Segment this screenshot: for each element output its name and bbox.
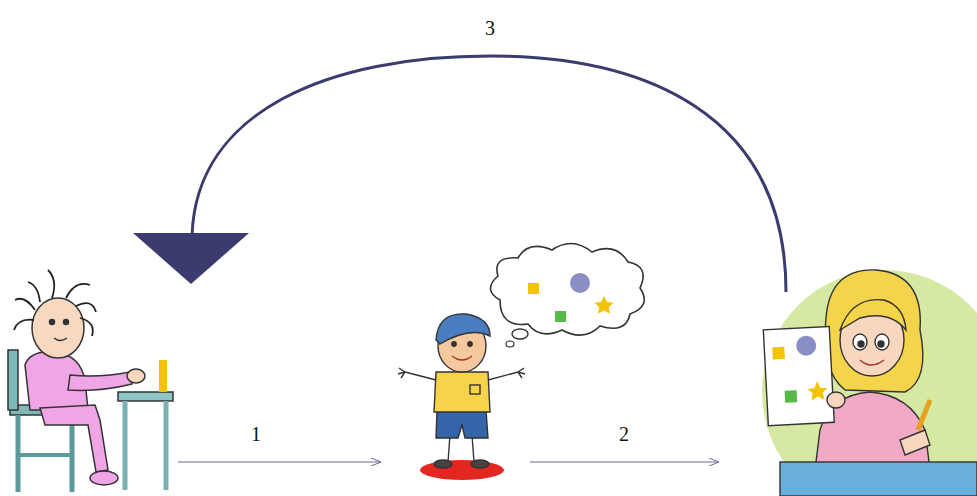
callout-number: 3	[485, 18, 495, 38]
girl-at-desk	[8, 270, 173, 492]
green-backdrop	[762, 270, 977, 496]
arc-arrowhead	[133, 233, 249, 284]
return-arc	[192, 56, 786, 292]
arrow-line	[530, 461, 718, 462]
girl-drawing	[763, 270, 977, 496]
callout-number: 2	[619, 424, 629, 444]
boy-thinking	[398, 314, 525, 480]
thought-bubble	[490, 243, 644, 347]
arrow-line	[178, 461, 380, 462]
callout-number: 1	[251, 424, 261, 444]
